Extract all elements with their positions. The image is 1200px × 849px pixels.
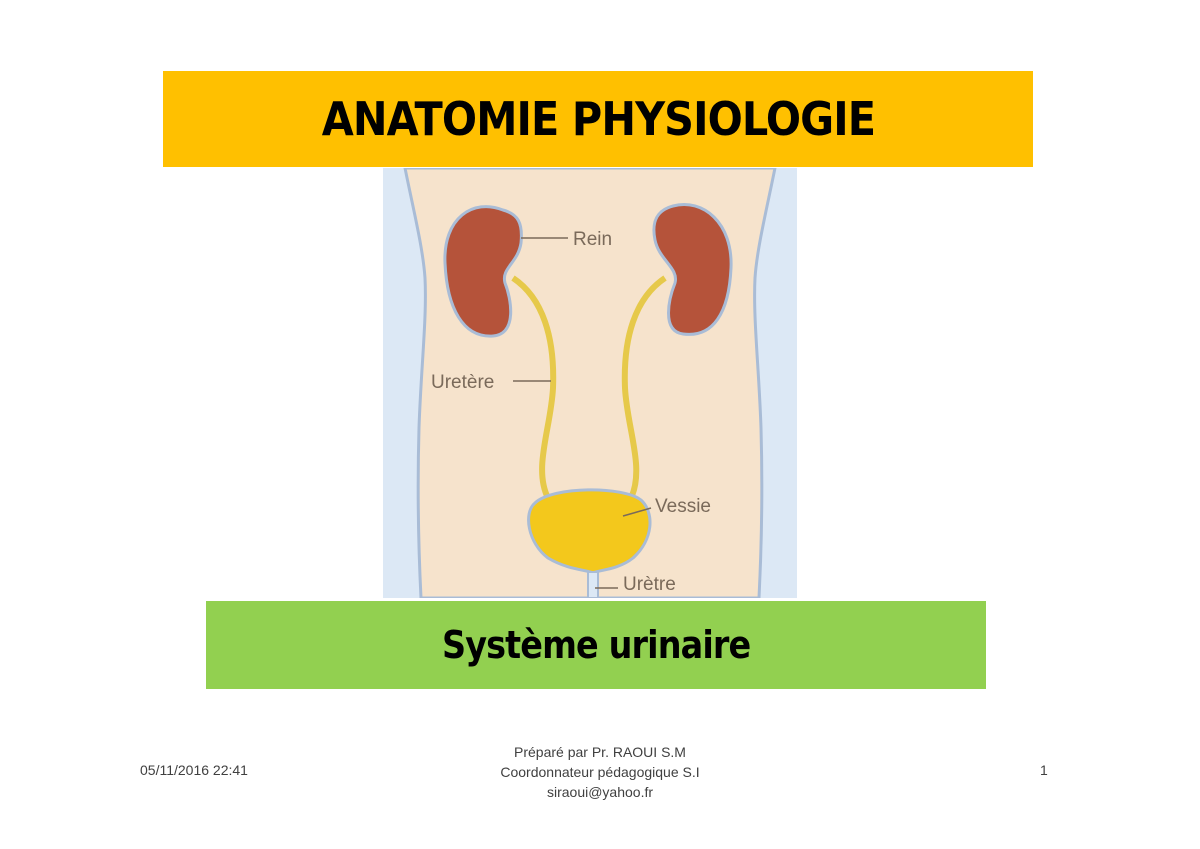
footer-author-line1: Préparé par Pr. RAOUI S.M [514, 744, 686, 760]
page-number: 1 [1040, 762, 1048, 778]
subtitle-banner: Système urinaire [206, 601, 986, 689]
slide-title: ANATOMIE PHYSIOLOGIE [321, 92, 875, 146]
footer-author-line2: Coordonnateur pédagogique S.I [500, 764, 700, 780]
label-rein: Rein [573, 229, 612, 250]
label-uretere: Uretère [431, 372, 494, 393]
label-uretre: Urètre [623, 574, 676, 595]
left-ureter [511, 275, 557, 500]
right-ureter [621, 275, 667, 500]
footer-author: Préparé par Pr. RAOUI S.M Coordonnateur … [450, 742, 750, 802]
title-banner: ANATOMIE PHYSIOLOGIE [163, 71, 1033, 167]
label-vessie: Vessie [655, 496, 711, 517]
urethra [587, 571, 599, 598]
bladder [527, 488, 652, 575]
right-kidney [652, 203, 733, 336]
left-kidney [443, 205, 523, 338]
slide-subtitle: Système urinaire [441, 623, 751, 667]
footer-date: 05/11/2016 22:41 [140, 762, 248, 778]
urinary-system-illustration: Rein Uretère Vessie Urètre [383, 168, 797, 598]
footer-email: siraoui@yahoo.fr [546, 784, 654, 800]
